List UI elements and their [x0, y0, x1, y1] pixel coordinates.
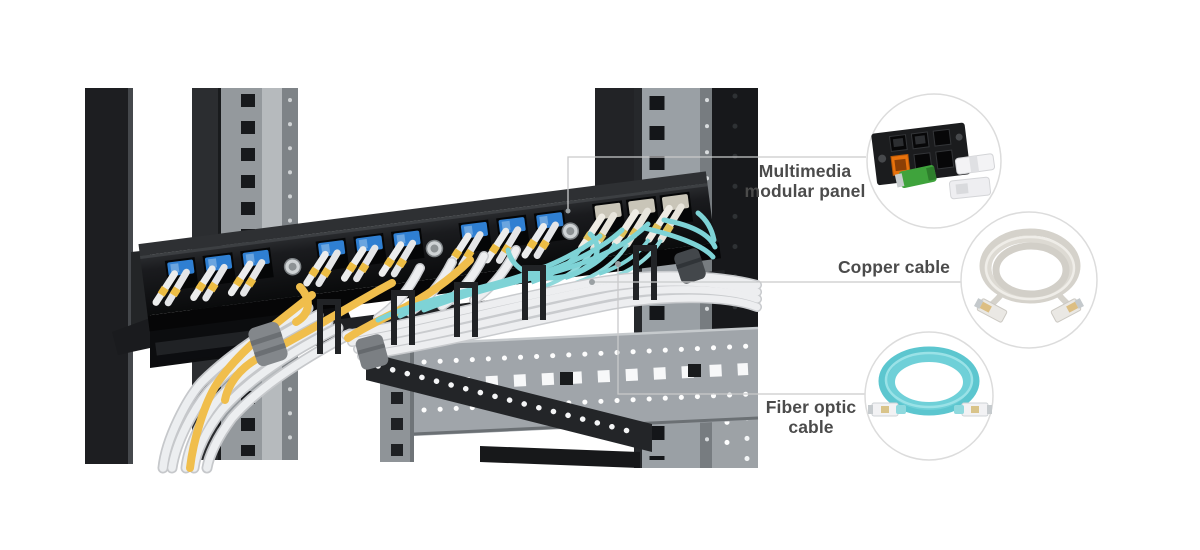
fiber-cable-thumb [868, 346, 992, 417]
label-line: Multimedia [758, 161, 852, 181]
label-line: cable [788, 417, 834, 438]
white-coupler-module [954, 153, 996, 175]
label-copper-cable: Copper cable [828, 257, 950, 277]
white-keystone-module [948, 176, 992, 200]
copper-cable-thumb [973, 228, 1085, 323]
lc-connector-right [954, 402, 992, 417]
callout-leader-lines [567, 156, 961, 395]
lc-connector-left [868, 402, 906, 417]
leader-multimedia [567, 156, 866, 211]
rack-post-left-black [85, 88, 133, 464]
label-fiber-optic-cable: Fiber optic cable [751, 397, 871, 438]
rack-photo [85, 88, 758, 468]
modular-panel-thumb [871, 122, 996, 200]
leader-fiber [617, 264, 865, 395]
cable-manager-hoops [317, 245, 657, 354]
label-line: modular panel [744, 181, 866, 202]
velcro-ties [248, 248, 706, 370]
label-line: Copper cable [837, 257, 950, 277]
rack-front-rail [366, 352, 652, 468]
label-multimedia-modular-panel: Multimedia modular panel [743, 161, 867, 202]
orange-keystone [890, 153, 911, 176]
rj45-connector-right [1050, 298, 1085, 323]
green-fiber-module [894, 165, 937, 189]
label-line: Fiber optic [765, 397, 857, 417]
rj45-connector-left [973, 298, 1008, 323]
callout-anchor-dots [565, 208, 621, 285]
